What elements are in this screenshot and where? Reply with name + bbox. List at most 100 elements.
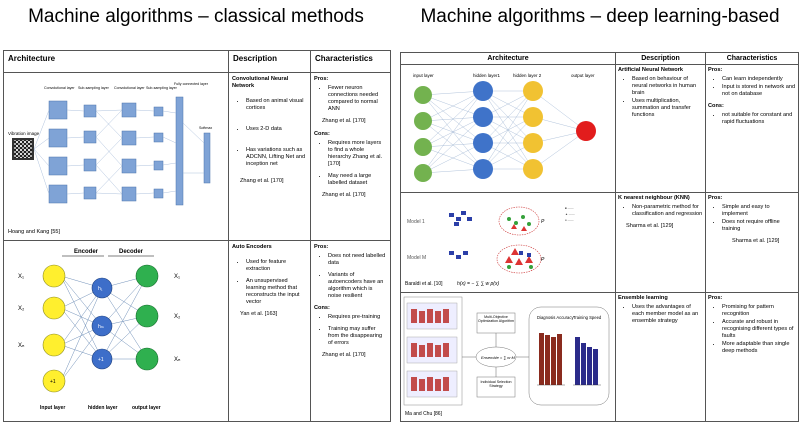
ae-pro-2: Variants of autoencoders have an algorit… (328, 272, 387, 300)
knn-name: K nearest neighbour (KNN) (618, 195, 690, 201)
label-sub2: Sub-sampling layer (146, 86, 178, 90)
autoencoder-diagram: Encoder Decoder (18, 249, 181, 411)
ensemble-fig-caption: Ma and Chu [86] (405, 411, 442, 417)
cnn-cons-ref: Zhang et al. [170] (322, 192, 366, 198)
label-output-layer: output layer (571, 73, 595, 78)
ae-desc-ref: Yan et al. [163] (240, 311, 278, 317)
label-hm: hₘ (98, 324, 104, 330)
label-out-x2: X₂ (174, 314, 181, 320)
deep-learning-title: Machine algorithms – deep learning-based (420, 6, 780, 27)
svg-text:P: P (541, 219, 545, 225)
dl-header-description: Description (616, 53, 706, 65)
deep-learning-panel: Machine algorithms – deep learning-based… (400, 0, 800, 427)
knn-figure-cell: Model 1 Model M P P ■ ——▲ ——● —— h(x) = … (401, 193, 616, 293)
label-model-1: Model 1 (407, 219, 425, 225)
label-vibration-image: Vibration image (8, 131, 40, 136)
label-out-xn: Xₙ (174, 357, 181, 363)
knn-diagram: Model 1 Model M P P ■ ——▲ ——● —— h(x) = … (407, 206, 575, 287)
cnn-desc-1: Based on animal visual cortices (246, 98, 307, 112)
header-characteristics: Characteristics (311, 51, 390, 73)
cnn-cons-label: Cons: (314, 131, 330, 137)
label-input-layer: Input layer (40, 405, 65, 411)
cnn-desc-2: Uses 2-D data (246, 126, 307, 133)
ann-description-cell: Artificial Neural Network Based on behav… (616, 65, 706, 193)
knn-fig-caption: Baraldi et al. [10] (405, 281, 443, 287)
ensemble-diagram: Multi-Objective Optimization Algorithm E… (403, 296, 610, 406)
label-encoder: Encoder (74, 249, 99, 255)
ann-cons-label: Cons: (708, 103, 724, 109)
dl-header-architecture: Architecture (401, 53, 616, 65)
label-model-m: Model M (407, 255, 426, 261)
ann-characteristics-cell: Pros: Can learn independently Input is s… (706, 65, 798, 193)
ensemble-name: Ensemble learning (618, 295, 668, 301)
cnn-desc-ref: Zhang et al. [170] (240, 178, 284, 184)
label-output-layer: output layer (132, 405, 161, 411)
ae-pro-1: Does not need labelled data (328, 253, 387, 267)
ann-figure-cell: input layer hidden layer1 hidden layer 2… (401, 65, 616, 193)
cnn-con-1: Requires more layers to find a whole hie… (328, 140, 387, 168)
label-h1: h₁ (98, 286, 103, 292)
ensemble-pros-label: Pros: (708, 295, 723, 301)
ann-pros-label: Pros: (708, 67, 723, 73)
knn-description-cell: K nearest neighbour (KNN) Non-parametric… (616, 193, 706, 293)
knn-pros-label: Pros: (708, 195, 723, 201)
ann-desc-2: Uses multiplication, summation and trans… (632, 98, 703, 119)
ae-cons-ref: Zhang et al. [170] (322, 352, 366, 358)
label-diagnosis-accuracy: Diagnosis Accuracy (537, 315, 574, 320)
label-sub1: Sub-sampling layer (78, 86, 110, 90)
knn-desc-ref: Sharma et al. [129] (626, 223, 674, 229)
cnn-con-2: May need a large labelled dataset (328, 173, 387, 187)
svg-text:P: P (541, 257, 545, 263)
cnn-pros-ref: Zhang et al. [170] (322, 118, 366, 124)
ann-con-1: not suitable for constant and rapid fluc… (722, 112, 796, 126)
ann-desc-1: Based on behaviour of neural networks in… (632, 76, 703, 97)
label-training-speed: Training Speed (573, 315, 602, 320)
ensemble-pro-1: Promising for pattern recognition (722, 304, 796, 318)
ensemble-pro-3: More adaptable than single deep methods (722, 341, 796, 355)
ann-pro-1: Can learn independently (722, 76, 796, 83)
label-xn: Xₙ (18, 343, 25, 349)
label-hidden-layer: hidden layer (88, 405, 118, 411)
knn-characteristics-cell: Pros: Simple and easy to implement Does … (706, 193, 798, 293)
ae-cons-label: Cons: (314, 305, 330, 311)
cnn-characteristics-cell: Pros: Fewer neuron connections needed co… (311, 73, 390, 241)
label-conv1: Convolutional layer (44, 86, 75, 90)
ae-con-1: Requires pre-training (328, 314, 387, 321)
label-x2: X₂ (18, 306, 25, 312)
classical-title: Machine algorithms – classical methods (28, 6, 364, 27)
cnn-description-cell: Convolutional Neural Network Based on an… (229, 73, 311, 241)
svg-text:● ——: ● —— (565, 218, 574, 222)
ann-diagram: input layer hidden layer1 hidden layer 2… (413, 73, 596, 182)
ensemble-desc-1: Uses the advantages of each member model… (632, 304, 703, 325)
label-plus1-input: +1 (50, 379, 56, 385)
label-decoder: Decoder (119, 249, 144, 255)
cnn-desc-3: Has variations such as ADCNN, Lifting Ne… (246, 147, 307, 168)
ae-characteristics-cell: Pros: Does not need labelled data Varian… (311, 241, 390, 421)
label-conv2: Convolutional layer (114, 86, 145, 90)
ann-name: Artificial Neural Network (618, 67, 683, 73)
cnn-pros-label: Pros: (314, 76, 329, 82)
svg-text:■ ——: ■ —— (565, 206, 574, 210)
ae-desc-2: An unsupervised learning method that rec… (246, 278, 307, 306)
ensemble-description-cell: Ensemble learning Uses the advantages of… (616, 293, 706, 421)
header-description: Description (229, 51, 311, 73)
ae-figure-cell: Encoder Decoder (4, 241, 229, 421)
deep-learning-table: Architecture Description Characteristics… (400, 52, 799, 422)
label-softmax: Softmax (199, 126, 212, 130)
knn-pros-ref: Sharma et al. [129] (732, 238, 780, 244)
knn-desc-1: Non-parametric method for classification… (632, 204, 703, 218)
ae-pros-label: Pros: (314, 244, 329, 250)
classical-table: Architecture Description Characteristics (3, 50, 391, 422)
svg-text:Ensemble = ∑ w·M: Ensemble = ∑ w·M (481, 355, 516, 360)
label-x1: X₁ (18, 274, 24, 280)
ensemble-figure-cell: Multi-Objective Optimization Algorithm E… (401, 293, 616, 421)
ensemble-pro-2: Accurate and robust in recognising diffe… (722, 319, 796, 340)
knn-pro-1: Simple and easy to implement (722, 204, 796, 218)
ae-name: Auto Encoders (232, 244, 272, 250)
header-architecture: Architecture (4, 51, 229, 73)
knn-pro-2: Does not require offline training (722, 219, 796, 233)
ae-description-cell: Auto Encoders Used for feature extractio… (229, 241, 311, 421)
label-out-x1: X₁ (174, 274, 180, 280)
dl-header-characteristics: Characteristics (706, 53, 798, 65)
label-hidden-layer1: hidden layer1 (473, 73, 501, 78)
